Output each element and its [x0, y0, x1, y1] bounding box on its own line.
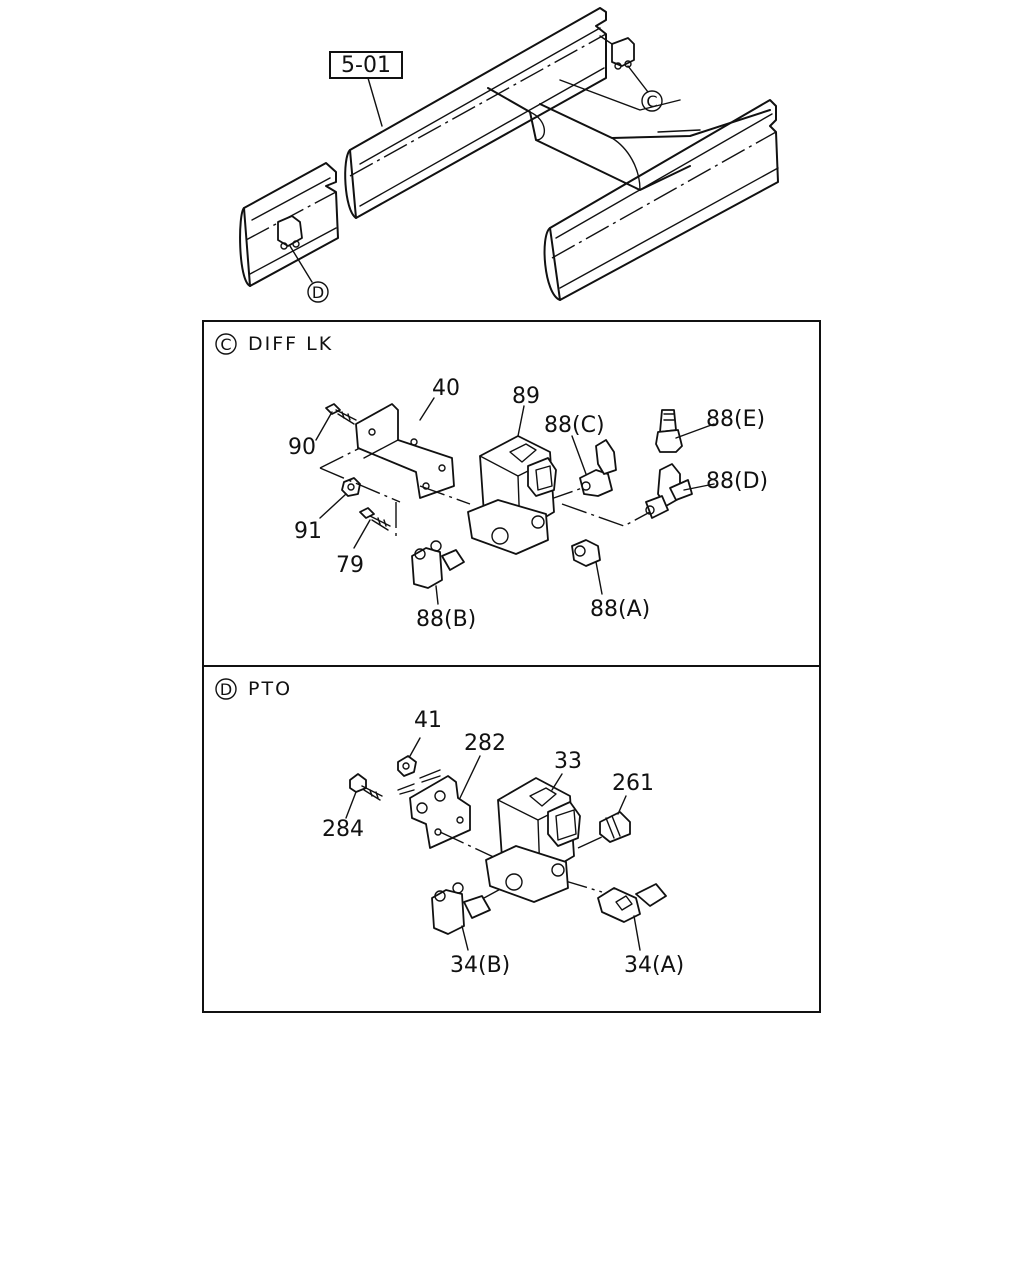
valve-d-location [277, 215, 313, 283]
plug-261 [599, 811, 631, 843]
panel-d-title: PTO [248, 678, 292, 700]
bracket-40 [355, 403, 455, 499]
callout-d-letter: D [312, 283, 324, 302]
fitting-88e [655, 409, 683, 453]
fitting-88d [645, 463, 693, 519]
label-34a: 34(A) [624, 953, 684, 978]
label-88b: 88(B) [416, 607, 476, 632]
bolt-284 [349, 773, 383, 801]
fitting-34a [597, 883, 667, 923]
label-40: 40 [432, 376, 460, 401]
callout-c-letter: C [646, 92, 657, 111]
cross-member [487, 79, 771, 191]
main-rail [344, 7, 607, 219]
plug-88a [571, 539, 601, 567]
label-90: 90 [288, 435, 316, 460]
fitting-34b [431, 882, 491, 935]
solenoid-valve-89 [467, 435, 557, 555]
label-88a: 88(A) [590, 597, 650, 622]
label-88e: 88(E) [706, 407, 765, 432]
chassis-frame-overview: 5-01 C D [239, 7, 779, 303]
label-89: 89 [512, 384, 540, 409]
panel-c-title: DIFF LK [248, 333, 333, 355]
label-41: 41 [414, 708, 442, 733]
label-284: 284 [322, 817, 364, 842]
reference-label: 5-01 [341, 53, 391, 78]
reference-box: 5-01 [329, 51, 403, 127]
panel-c-marker: C [220, 335, 231, 354]
solenoid-valve-33 [485, 777, 581, 903]
label-33: 33 [554, 749, 582, 774]
label-88d: 88(D) [706, 469, 768, 494]
label-282: 282 [464, 731, 506, 756]
stud [397, 769, 441, 795]
valve-c-location [599, 35, 649, 93]
bolt-79 [359, 507, 391, 531]
label-261: 261 [612, 771, 654, 796]
nut-91 [341, 477, 361, 497]
bracket-282 [409, 775, 471, 849]
label-88c: 88(C) [544, 413, 605, 438]
fitting-88b [411, 540, 465, 589]
panel-pto: D PTO [215, 678, 684, 978]
label-34b: 34(B) [450, 953, 510, 978]
panel-diff-lk: C DIFF LK [215, 333, 768, 632]
bolt-90 [325, 403, 357, 425]
label-79: 79 [336, 553, 364, 578]
panel-d-marker: D [220, 680, 232, 699]
label-91: 91 [294, 519, 322, 544]
right-rail [543, 99, 779, 301]
fitting-88c [579, 439, 617, 497]
nut-41 [397, 755, 417, 777]
callout-c: C [641, 90, 663, 112]
callout-d: D [307, 281, 329, 303]
